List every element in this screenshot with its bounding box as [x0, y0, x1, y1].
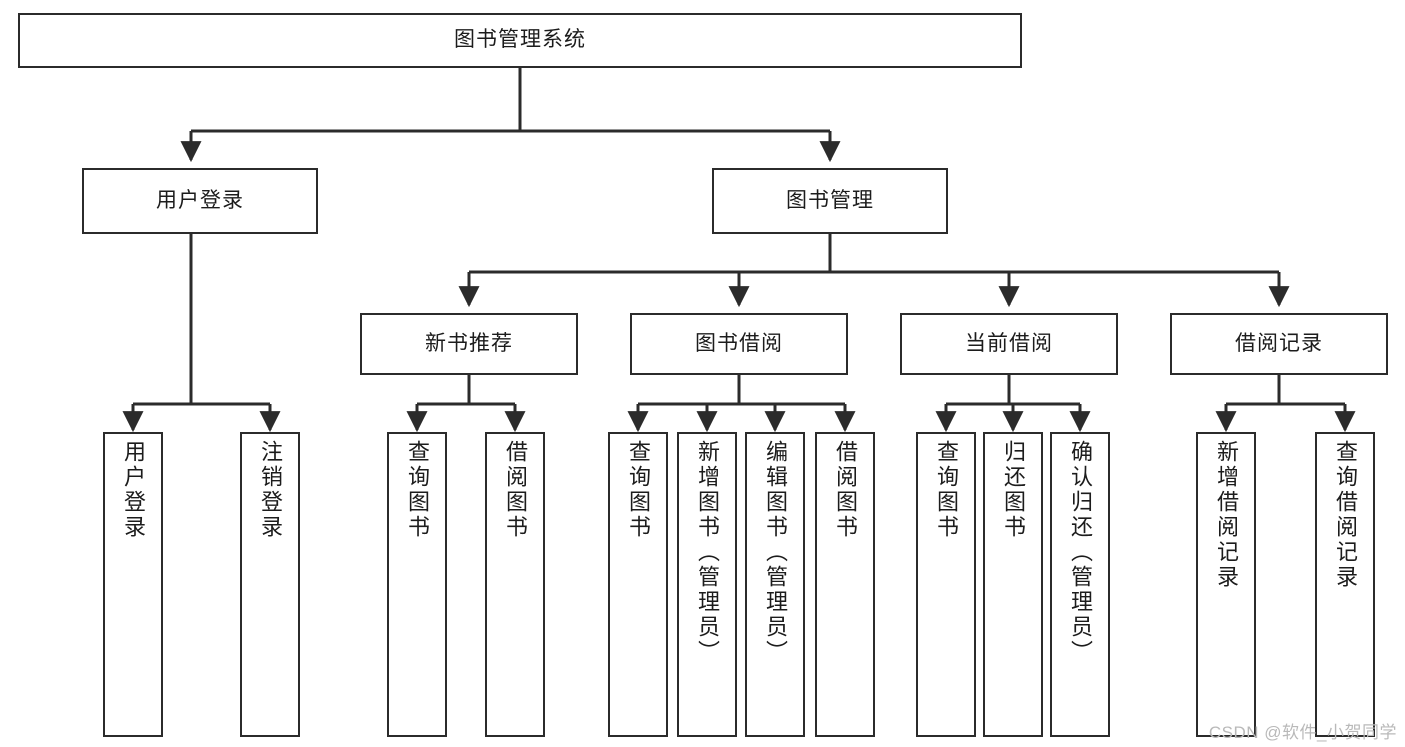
node-label: 查询图书	[405, 440, 430, 540]
node-label: 借阅图书	[503, 440, 528, 540]
node-root-book-management-system[interactable]: 图书管理系统	[18, 13, 1022, 68]
node-label: 查询图书	[934, 440, 959, 540]
node-label: 借阅记录	[1235, 331, 1323, 355]
node-book-borrowing[interactable]: 图书借阅	[630, 313, 848, 375]
leaf-add-book-admin[interactable]: 新增图书（管理员）	[677, 432, 737, 737]
node-label: 新增图书（管理员）	[695, 440, 720, 665]
leaf-return-book[interactable]: 归还图书	[983, 432, 1043, 737]
node-label: 图书管理	[786, 188, 874, 212]
node-label: 图书管理系统	[454, 28, 586, 52]
node-borrowing-record[interactable]: 借阅记录	[1170, 313, 1388, 375]
leaf-query-book-borrow[interactable]: 查询图书	[608, 432, 668, 737]
node-label: 图书借阅	[695, 331, 783, 355]
leaf-borrow-book[interactable]: 借阅图书	[815, 432, 875, 737]
node-label: 用户登录	[121, 440, 146, 540]
node-label: 当前借阅	[965, 331, 1053, 355]
node-label: 借阅图书	[833, 440, 858, 540]
leaf-confirm-return-admin[interactable]: 确认归还（管理员）	[1050, 432, 1110, 737]
node-user-login[interactable]: 用户登录	[82, 168, 318, 234]
node-book-management[interactable]: 图书管理	[712, 168, 948, 234]
node-new-book-recommendation[interactable]: 新书推荐	[360, 313, 578, 375]
leaf-logout[interactable]: 注销登录	[240, 432, 300, 737]
leaf-query-book-current[interactable]: 查询图书	[916, 432, 976, 737]
node-current-borrowing[interactable]: 当前借阅	[900, 313, 1118, 375]
leaf-query-borrow-record[interactable]: 查询借阅记录	[1315, 432, 1375, 737]
node-label: 查询图书	[626, 440, 651, 540]
node-label: 编辑图书（管理员）	[763, 440, 788, 665]
leaf-borrow-book-new-book[interactable]: 借阅图书	[485, 432, 545, 737]
node-label: 注销登录	[258, 440, 283, 540]
node-label: 归还图书	[1001, 440, 1026, 540]
node-label: 查询借阅记录	[1333, 440, 1358, 590]
node-label: 确认归还（管理员）	[1068, 440, 1093, 665]
leaf-edit-book-admin[interactable]: 编辑图书（管理员）	[745, 432, 805, 737]
leaf-add-borrow-record[interactable]: 新增借阅记录	[1196, 432, 1256, 737]
node-label: 新增借阅记录	[1214, 440, 1239, 590]
node-label: 新书推荐	[425, 331, 513, 355]
leaf-user-login[interactable]: 用户登录	[103, 432, 163, 737]
csdn-watermark: CSDN @软件_小贺同学	[1208, 723, 1397, 742]
leaf-query-book-new-book[interactable]: 查询图书	[387, 432, 447, 737]
node-label: 用户登录	[156, 188, 244, 212]
